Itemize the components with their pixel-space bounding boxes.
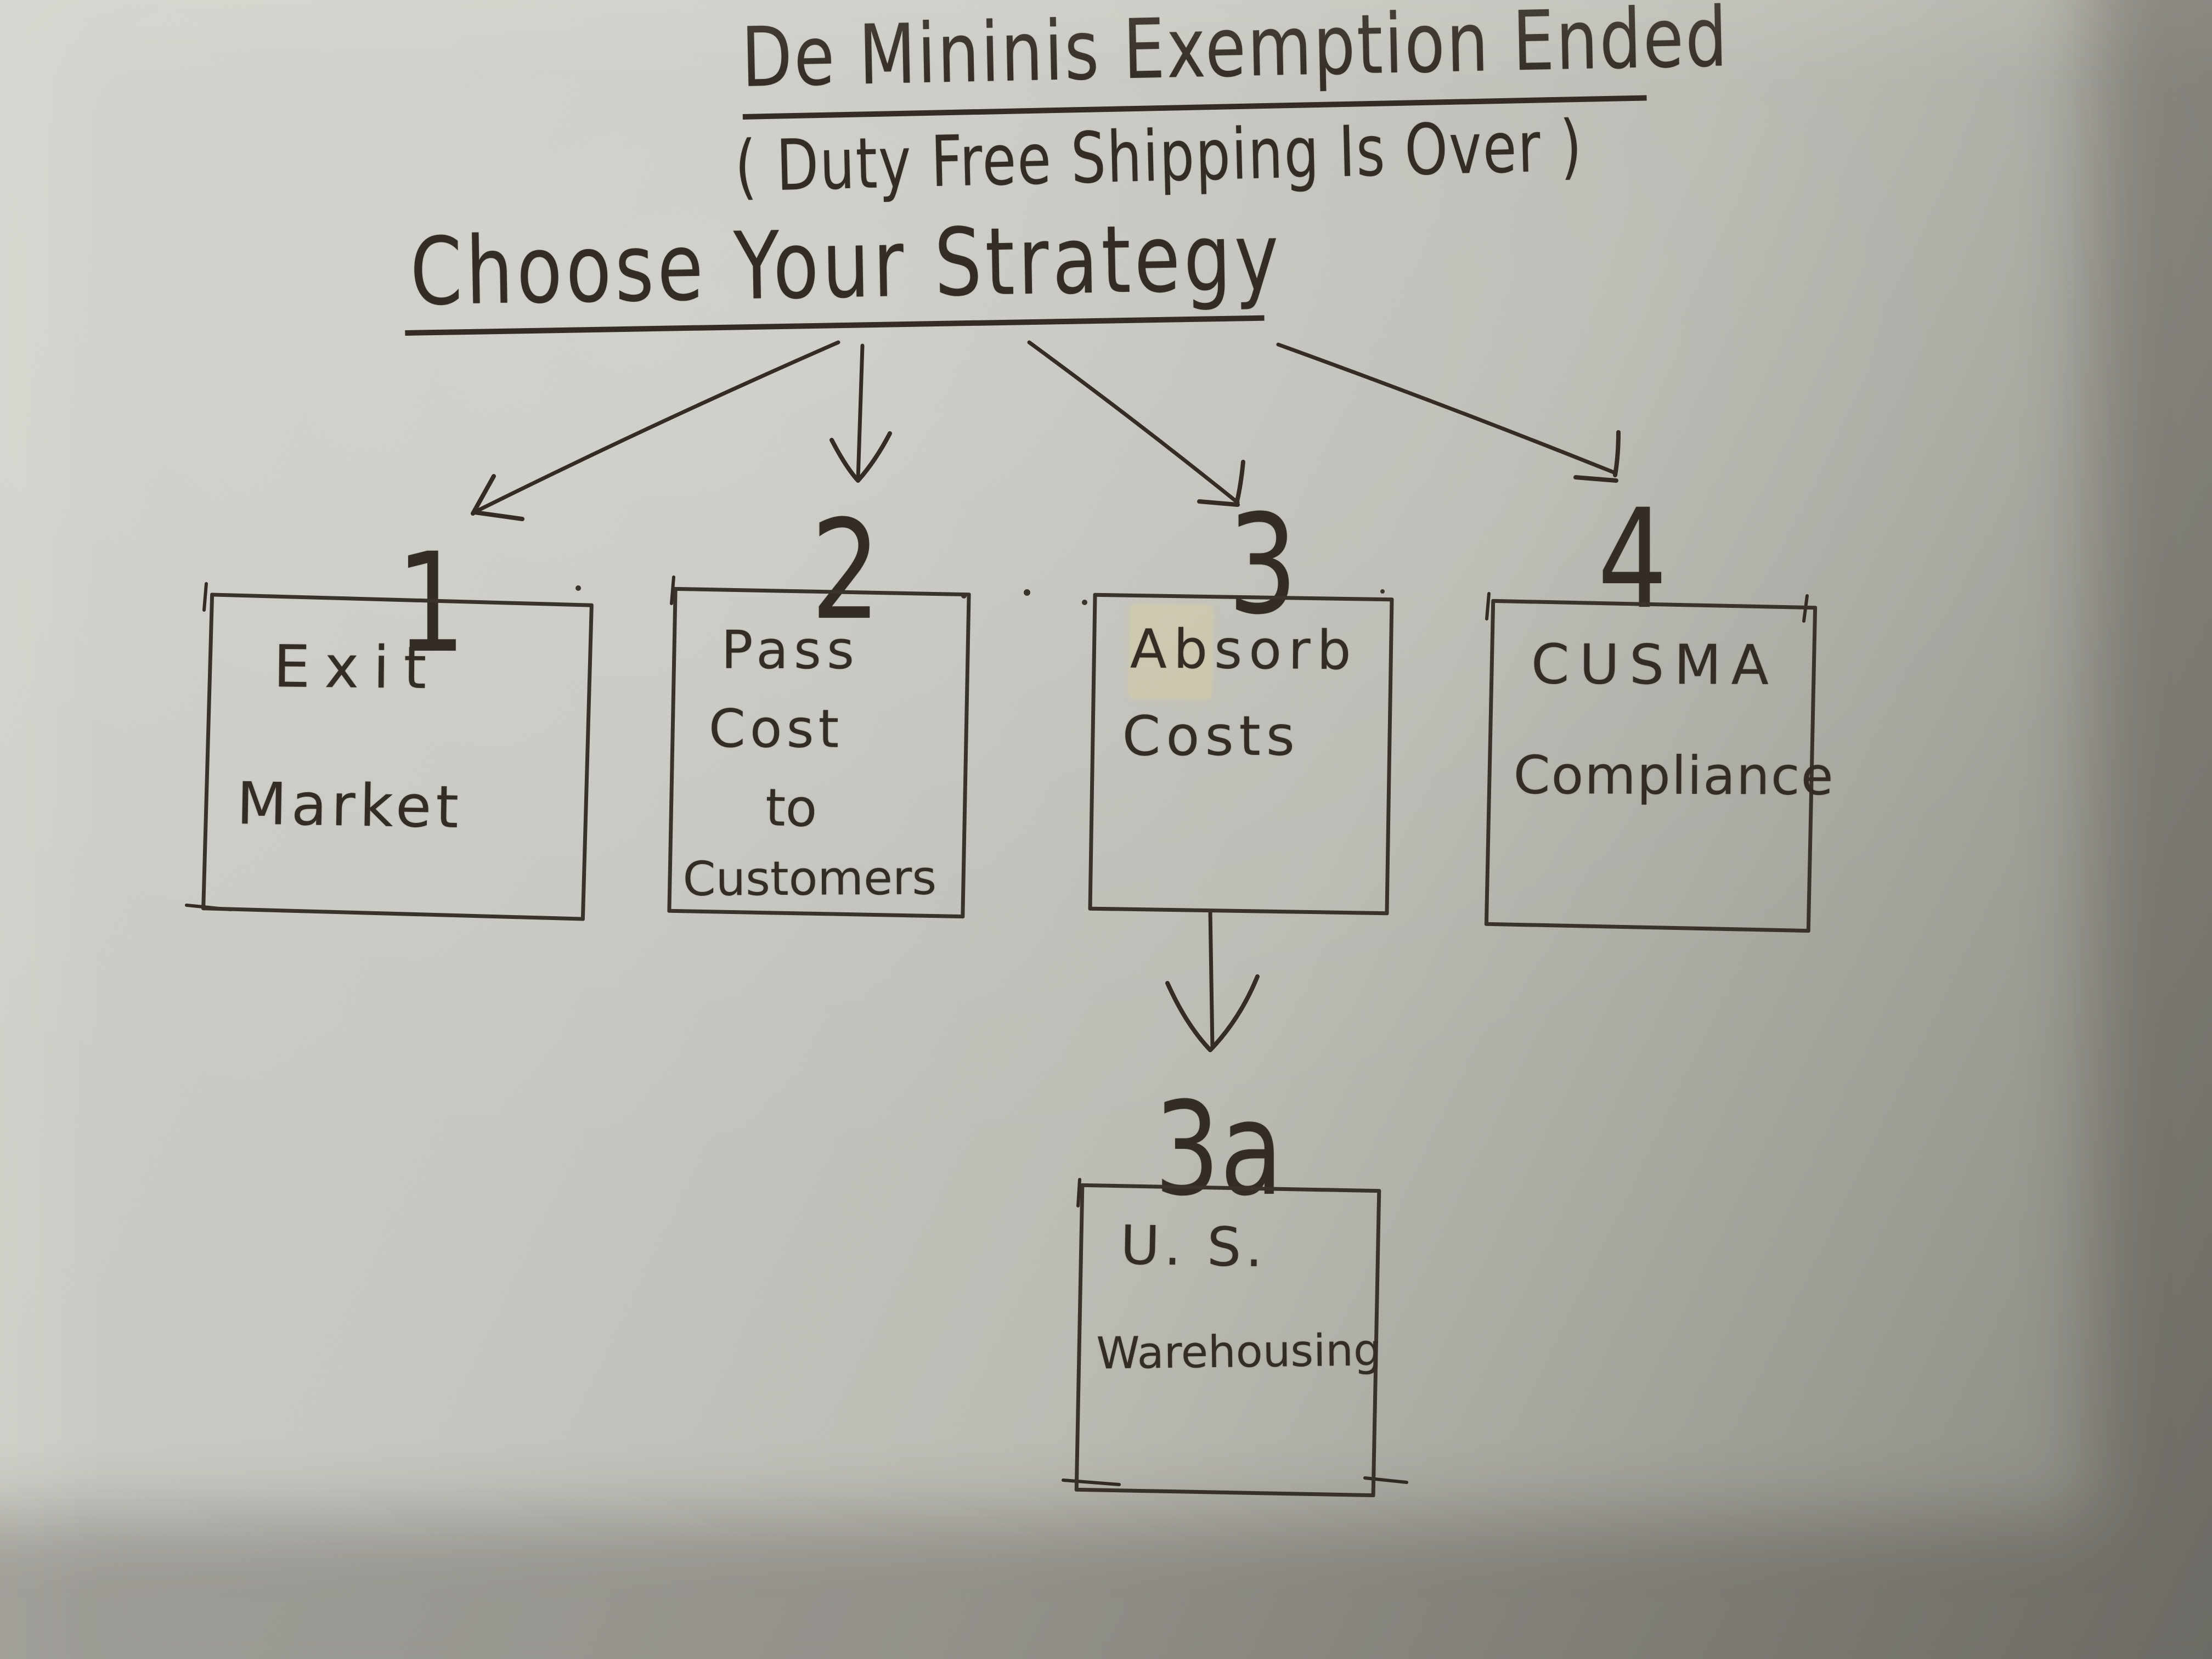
box-text-line: Customers [682, 850, 937, 907]
box-text-line: to [765, 778, 818, 839]
corner-overshoot [1076, 1178, 1081, 1207]
strategy-number-4: 4 [1598, 479, 1668, 639]
strategy-box-3-absorb-costs: Absorb Costs [1088, 592, 1394, 916]
box-text-line: Costs [1122, 703, 1301, 769]
strategy-number-2: 2 [811, 490, 881, 650]
ink-speck [1082, 600, 1087, 605]
arrow-to-3 [1027, 340, 1240, 505]
arrow-3-to-3a [1208, 909, 1215, 1050]
arrow-to-1 [476, 340, 840, 512]
box-text-line: Cost [708, 698, 844, 760]
arrowhead-4 [1573, 430, 1621, 483]
box-text-line: U. S. [1120, 1214, 1268, 1280]
arrow-to-2 [856, 343, 865, 482]
box-text-line: Absorb [1130, 618, 1358, 682]
arrowhead-3a [1165, 974, 1260, 1052]
corner-overshoot [1485, 592, 1491, 620]
strategy-number-3: 3 [1228, 485, 1298, 645]
strategy-number-1: 1 [396, 523, 466, 683]
diagram-subtitle: ( Duty Free Shipping Is Over ) [734, 105, 1584, 208]
corner-overshoot [202, 582, 208, 612]
strategy-box-2-pass-cost: Pass Cost to Customers [667, 586, 971, 919]
box-text-line: Market [236, 770, 464, 842]
box-text-line: CUSMA [1531, 632, 1779, 697]
strategy-box-3a-us-warehousing: U. S. Warehousing [1074, 1183, 1382, 1498]
ink-speck [1024, 589, 1030, 596]
strategy-heading: Choose Your Strategy [403, 203, 1283, 336]
strategy-number-3a: 3a [1154, 1075, 1283, 1224]
box-text-line: Compliance [1513, 744, 1835, 807]
arrowhead-2 [830, 431, 892, 483]
strategy-box-4-cusma-compliance: CUSMA Compliance [1484, 599, 1835, 933]
diagram-title: De Mininis Exemption Ended [741, 0, 1730, 120]
arrowhead-1 [471, 474, 524, 521]
strategy-box-1-exit-market: Exit Market [201, 592, 594, 921]
ink-speck [575, 585, 581, 591]
box-text-line: Warehousing [1096, 1324, 1382, 1379]
arrow-to-4 [1276, 342, 1617, 475]
ink-speck [1380, 589, 1385, 594]
box-text-line: Pass [721, 619, 860, 681]
box-text-line: Exit [273, 633, 441, 702]
